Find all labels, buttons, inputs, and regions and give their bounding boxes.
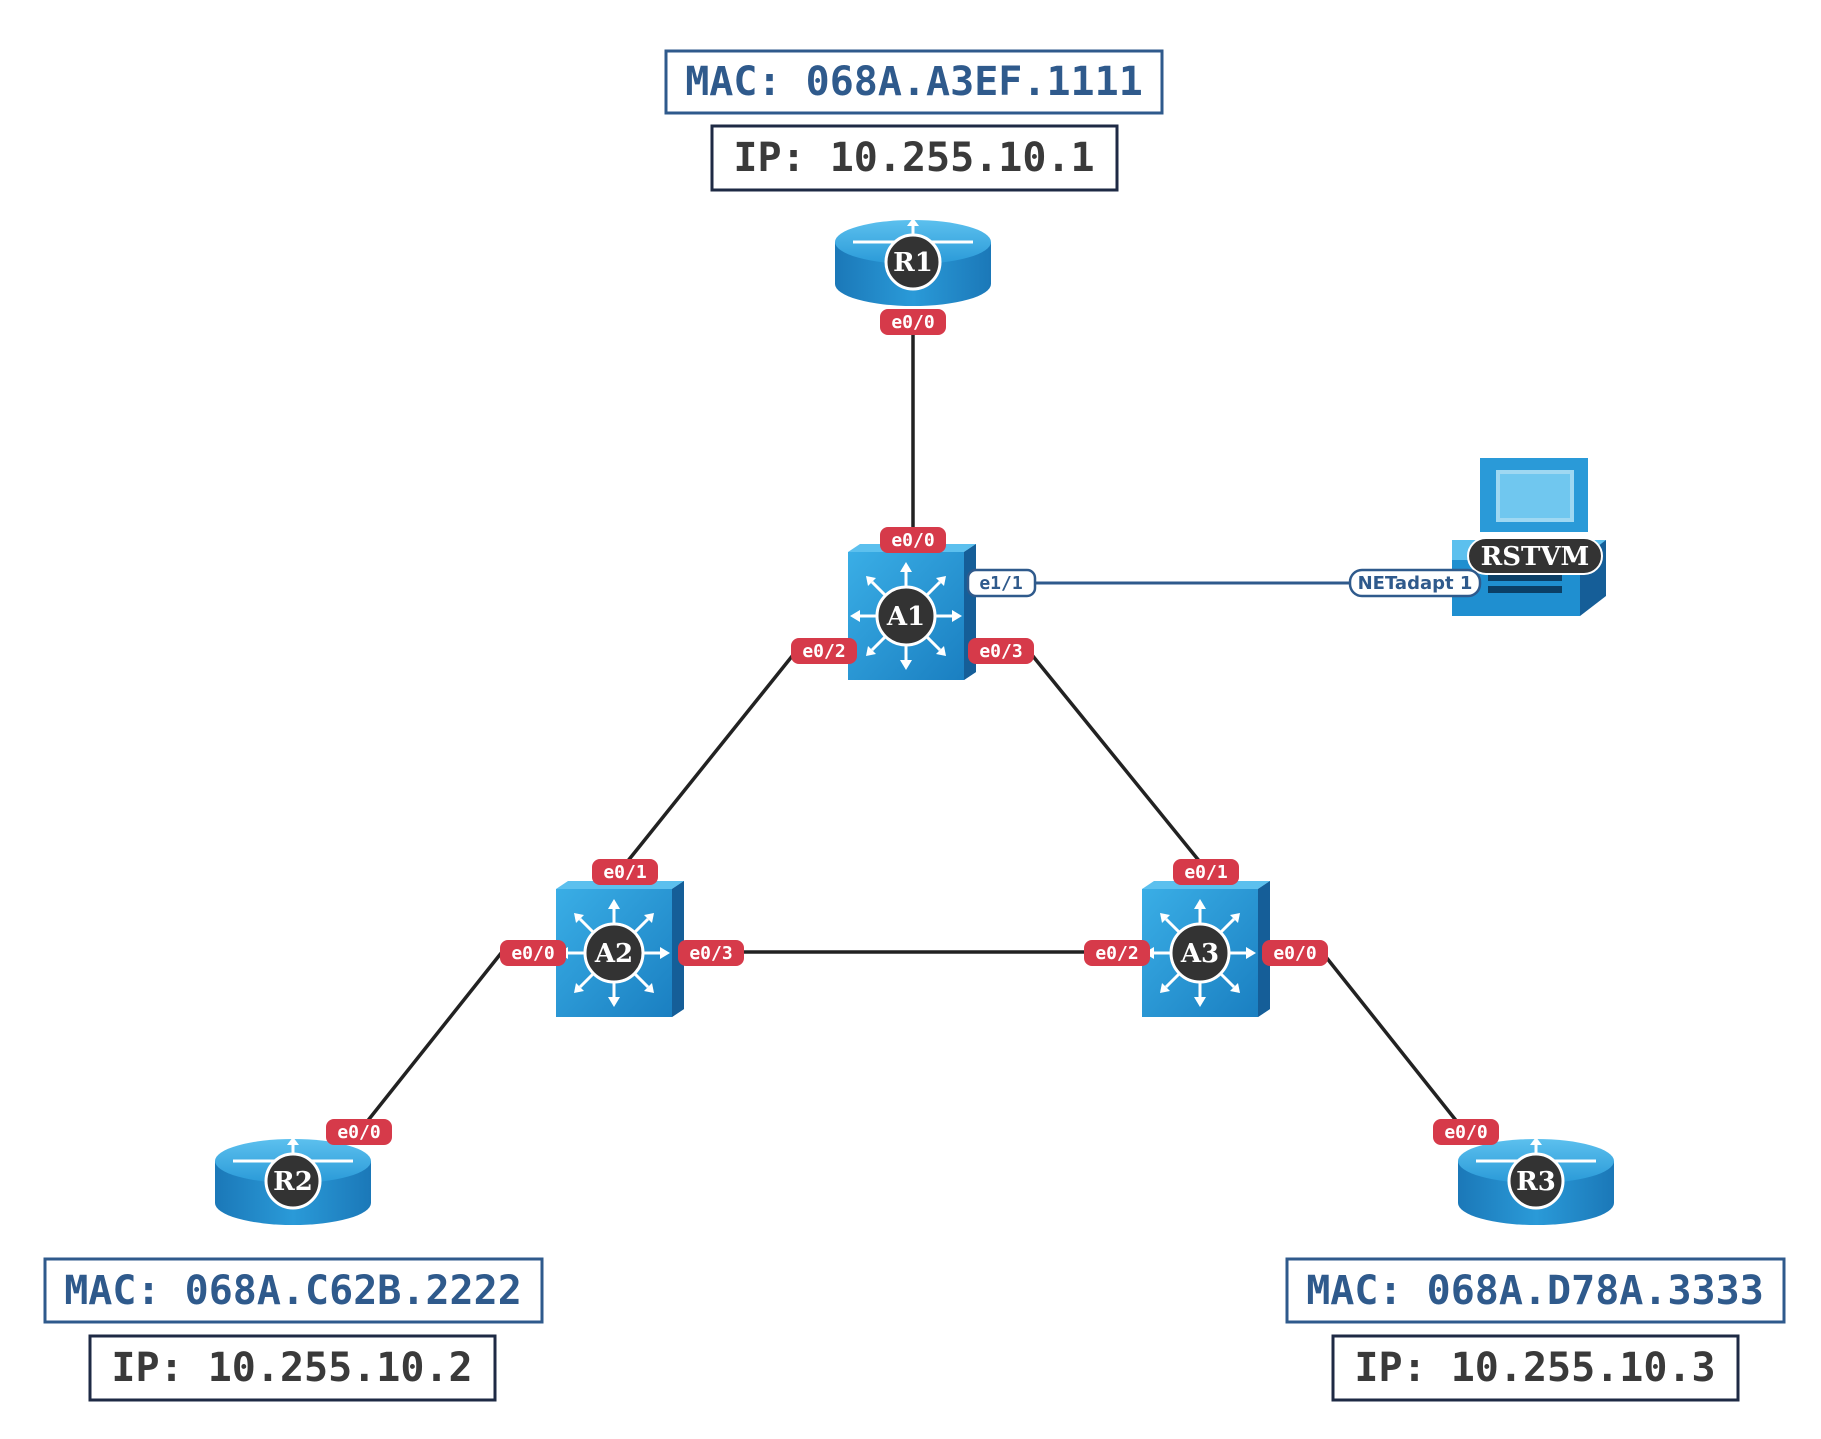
svg-text:e0/0: e0/0 (511, 943, 554, 964)
port-r1-e0-0[interactable]: e0/0 (880, 309, 946, 335)
r1-mac-address: MAC: 068A.A3EF.1111 (685, 59, 1143, 105)
router-r1-label: R1 (893, 248, 933, 278)
r3-mac-box: MAC: 068A.D78A.3333 (1285, 1257, 1786, 1324)
svg-text:e0/0: e0/0 (1273, 943, 1316, 964)
vm-rstvm[interactable]: RSTVM (1452, 458, 1606, 616)
svg-text:e0/0: e0/0 (337, 1122, 380, 1143)
svg-text:e1/1: e1/1 (979, 573, 1022, 594)
switch-a3-label: A3 (1180, 939, 1219, 969)
router-r2-label: R2 (273, 1167, 313, 1197)
r2-ip-box: IP: 10.255.10.2 (88, 1334, 497, 1402)
router-r2[interactable]: R2 (215, 1137, 371, 1225)
svg-text:e0/1: e0/1 (603, 862, 646, 883)
svg-text:e0/0: e0/0 (891, 530, 934, 551)
svg-text:NETadapt 1: NETadapt 1 (1358, 573, 1473, 594)
svg-text:e0/3: e0/3 (979, 641, 1022, 662)
switch-a3[interactable]: A3 (1142, 881, 1270, 1017)
r2-ip-address: IP: 10.255.10.2 (111, 1345, 472, 1391)
port-a3-e0-1[interactable]: e0/1 (1173, 859, 1239, 885)
router-r3[interactable]: R3 (1458, 1137, 1614, 1225)
port-a3-e0-0[interactable]: e0/0 (1262, 940, 1328, 966)
links (360, 330, 1464, 1130)
r3-ip-box: IP: 10.255.10.3 (1331, 1334, 1740, 1402)
svg-text:e0/2: e0/2 (802, 641, 845, 662)
link-a1-a3 (1030, 653, 1202, 864)
svg-text:e0/2: e0/2 (1095, 943, 1138, 964)
switch-a1-label: A1 (886, 602, 925, 632)
svg-text:e0/1: e0/1 (1184, 862, 1227, 883)
link-a1-a2 (625, 653, 795, 864)
port-r3-e0-0[interactable]: e0/0 (1433, 1119, 1499, 1145)
port-a1-e0-0[interactable]: e0/0 (880, 527, 946, 553)
svg-text:e0/3: e0/3 (689, 943, 732, 964)
r1-mac-box: MAC: 068A.A3EF.1111 (664, 49, 1164, 115)
device-badge (875, 585, 937, 647)
r1-ip-box: IP: 10.255.10.1 (710, 124, 1119, 192)
switch-a2-label: A2 (594, 939, 633, 969)
vm-rstvm-label: RSTVM (1481, 542, 1590, 572)
device-badge (1169, 922, 1231, 984)
switch-a1[interactable]: A1 (848, 544, 976, 680)
port-a2-e0-3[interactable]: e0/3 (678, 940, 744, 966)
r2-mac-address: MAC: 068A.C62B.2222 (64, 1268, 522, 1314)
port-a1-e1-1[interactable]: e1/1 (966, 568, 1037, 598)
device-badge (583, 922, 645, 984)
router-r1[interactable]: R1 (835, 218, 991, 306)
port-a1-e0-2[interactable]: e0/2 (791, 638, 857, 664)
port-a1-e0-3[interactable]: e0/3 (968, 638, 1034, 664)
switch-a2[interactable]: A2 (556, 881, 684, 1017)
r3-mac-address: MAC: 068A.D78A.3333 (1306, 1268, 1764, 1314)
r3-ip-address: IP: 10.255.10.3 (1354, 1345, 1715, 1391)
link-a3-r3 (1320, 950, 1464, 1130)
r2-mac-box: MAC: 068A.C62B.2222 (43, 1257, 544, 1324)
port-a2-e0-0[interactable]: e0/0 (500, 940, 566, 966)
device-badge (884, 233, 942, 291)
svg-text:e0/0: e0/0 (1444, 1122, 1487, 1143)
svg-text:e0/0: e0/0 (891, 312, 934, 333)
device-badge (1507, 1152, 1565, 1210)
r1-ip-address: IP: 10.255.10.1 (733, 135, 1094, 181)
link-a2-r2 (360, 950, 504, 1130)
port-vm-netadapt1[interactable]: NETadapt 1 (1348, 568, 1482, 598)
router-r3-label: R3 (1516, 1167, 1556, 1197)
port-a2-e0-1[interactable]: e0/1 (592, 859, 658, 885)
port-r2-e0-0[interactable]: e0/0 (326, 1119, 392, 1145)
device-badge (264, 1152, 322, 1210)
port-a3-e0-2[interactable]: e0/2 (1084, 940, 1150, 966)
